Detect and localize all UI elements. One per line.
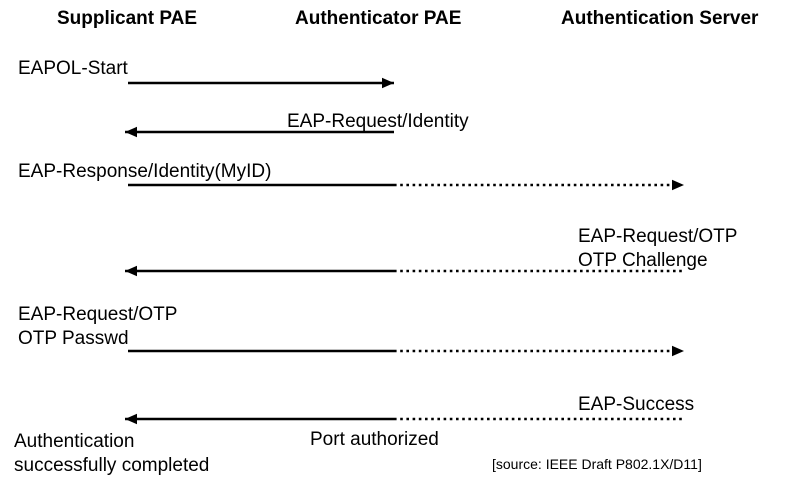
arrowhead-eap-success	[125, 413, 137, 425]
message-label-otp-passwd: OTP Passwd	[18, 328, 129, 349]
column-header-authenticator: Authenticator PAE	[295, 8, 462, 29]
annotation-authentication-line2: successfully completed	[14, 455, 210, 476]
message-label-eap-request-otp: EAP-Request/OTP	[578, 226, 738, 247]
arrowhead-eap-request-otp-challenge	[125, 265, 137, 277]
column-header-authentication-server: Authentication Server	[561, 8, 759, 29]
arrowhead-eapol-start	[382, 77, 394, 89]
source-attribution: [source: IEEE Draft P802.1X/D11]	[492, 456, 702, 472]
annotation-authentication-line1: Authentication	[14, 431, 135, 452]
message-label-otp-challenge: OTP Challenge	[578, 250, 708, 271]
arrowhead-eap-request-identity	[125, 126, 137, 138]
message-label-eap-success: EAP-Success	[578, 394, 695, 415]
message-label-eap-response-identity: EAP-Response/Identity(MyID)	[18, 161, 272, 182]
message-label-eapol-start: EAPOL-Start	[18, 58, 128, 79]
column-header-supplicant: Supplicant PAE	[57, 8, 198, 29]
arrowhead-eap-response-otp-passwd	[672, 345, 684, 357]
message-label-eap-request-identity: EAP-Request/Identity	[287, 111, 469, 132]
message-label-eap-request-otp-passwd: EAP-Request/OTP	[18, 304, 178, 325]
annotation-port-authorized: Port authorized	[310, 429, 439, 450]
arrowhead-eap-response-identity	[672, 179, 684, 191]
